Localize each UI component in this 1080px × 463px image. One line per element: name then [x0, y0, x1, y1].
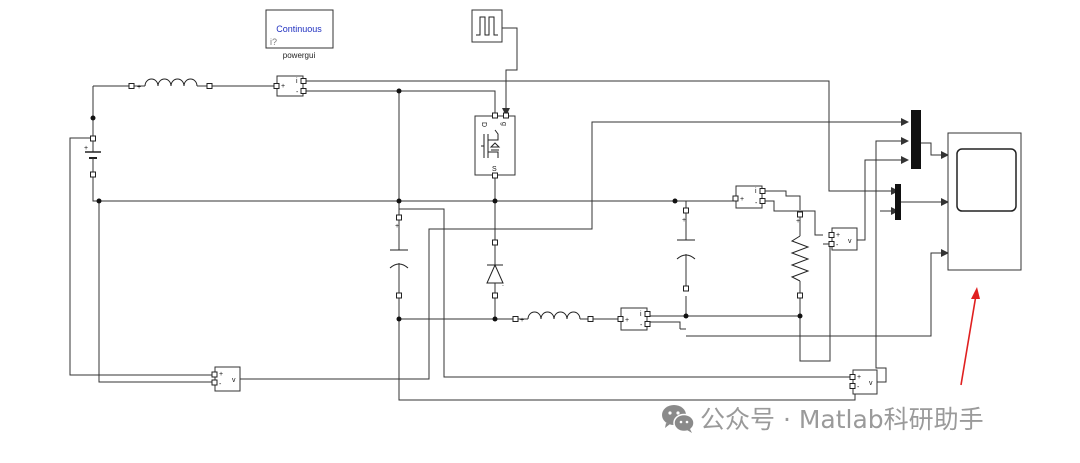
- signal-arrowheads: [502, 108, 949, 257]
- pulse-wave-icon: [476, 16, 498, 36]
- resistor-plus-mark: +: [796, 218, 800, 225]
- mosfet-switch[interactable]: D g S: [474, 112, 516, 179]
- pulse-generator-block[interactable]: [471, 9, 503, 43]
- dc-voltage-source[interactable]: +: [84, 135, 101, 178]
- inductor-output[interactable]: +: [512, 311, 594, 324]
- capacitor-input[interactable]: +: [389, 214, 409, 299]
- inductor-output-coil-icon: [527, 311, 581, 320]
- inductor-coil-icon: [144, 78, 198, 87]
- voltage-sensor-switch-plus: +: [219, 371, 223, 378]
- resistor-zigzag-icon: [790, 235, 810, 282]
- inductor-input-plus-mark: +: [137, 84, 141, 91]
- current-sensor-input-plus: +: [281, 83, 285, 90]
- powergui-icon: i?: [270, 37, 277, 47]
- watermark-text: 公众号 · Matlab科研助手: [700, 405, 984, 434]
- voltage-sensor-capacitor[interactable]: + - v: [849, 369, 878, 395]
- mux-block-lower[interactable]: [895, 184, 901, 220]
- current-sensor-output-plus: +: [625, 317, 629, 324]
- watermark: 公众号 · Matlab科研助手: [658, 398, 984, 438]
- voltage-sensor-output-plus: +: [836, 232, 840, 239]
- current-sensor-load-i: i: [755, 188, 757, 195]
- voltage-sensor-output-v: v: [848, 238, 852, 245]
- capacitor-input-plus-mark: +: [395, 223, 399, 230]
- voltage-sensor-capacitor-v: v: [869, 380, 873, 387]
- current-sensor-output-minus: -: [640, 322, 643, 329]
- voltage-sensor-capacitor-minus: -: [857, 384, 860, 391]
- inductor-output-plus-mark: +: [520, 317, 524, 324]
- current-sensor-output[interactable]: + i -: [617, 307, 651, 331]
- voltage-sensor-output-minus: -: [836, 242, 839, 249]
- dc-source-plus-mark: +: [84, 145, 88, 152]
- inductor-input[interactable]: +: [128, 78, 213, 91]
- load-resistor[interactable]: +: [790, 211, 810, 299]
- junction-dots: [90, 88, 803, 322]
- diode[interactable]: .: [486, 239, 504, 299]
- powergui-mode-label: Continuous: [276, 24, 322, 34]
- current-sensor-input[interactable]: + i -: [273, 75, 307, 97]
- voltage-sensor-switch-v: v: [232, 377, 236, 384]
- powergui-block[interactable]: Continuous i? powergui: [265, 9, 334, 60]
- scope-block[interactable]: [947, 132, 1022, 271]
- voltage-sensor-output[interactable]: + - v: [828, 227, 858, 251]
- mux-block-upper[interactable]: [911, 110, 921, 169]
- current-sensor-load[interactable]: + i -: [732, 185, 766, 209]
- voltage-sensor-switch[interactable]: + - v: [211, 366, 241, 392]
- capacitor-output-plus-mark: +: [682, 217, 686, 224]
- voltage-sensor-switch-minus: -: [219, 381, 222, 388]
- signal-wires: [69, 27, 943, 401]
- scope-screen-icon: [956, 148, 1017, 212]
- capacitor-output[interactable]: +: [676, 207, 696, 292]
- mosfet-source-label: S: [492, 166, 497, 173]
- current-sensor-input-i: i: [296, 78, 298, 85]
- current-sensor-load-minus: -: [755, 200, 758, 207]
- wechat-icon: [662, 405, 695, 433]
- current-sensor-output-i: i: [640, 311, 642, 318]
- powergui-name-label: powergui: [283, 51, 316, 60]
- mosfet-symbol-icon: [481, 129, 501, 158]
- current-sensor-load-plus: +: [740, 196, 744, 203]
- voltage-sensor-capacitor-plus: +: [857, 374, 861, 381]
- annotation-arrow: [960, 287, 980, 386]
- current-sensor-input-minus: -: [296, 89, 299, 96]
- mosfet-drain-label: D: [480, 122, 487, 127]
- mosfet-gate-label: g: [500, 122, 507, 126]
- svg-text:.: .: [502, 281, 504, 288]
